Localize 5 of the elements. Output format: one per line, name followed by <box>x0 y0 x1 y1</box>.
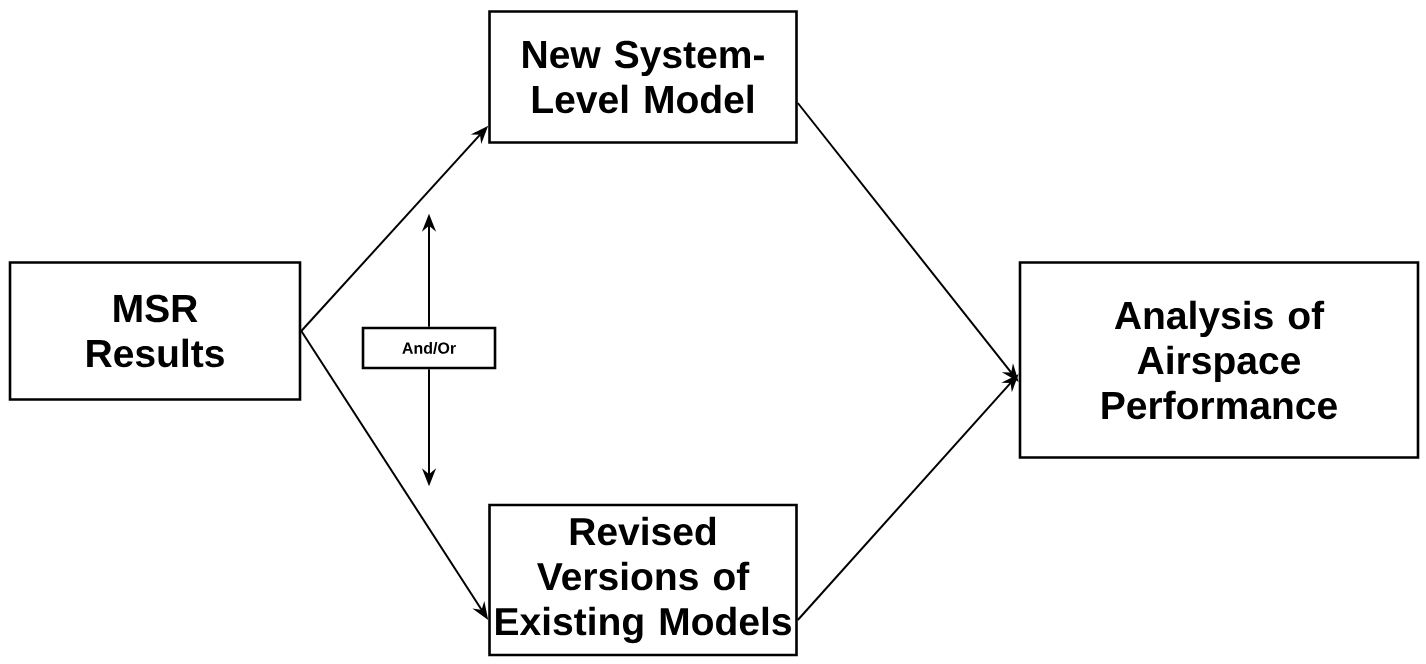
process-box: Revised Versions of Existing Models <box>488 503 798 657</box>
process-box: Analysis of Airspace Performance <box>1018 261 1420 459</box>
process-box: MSR Results <box>8 261 302 401</box>
process-box: New System-Level Model <box>488 10 798 144</box>
label-box: And/Or <box>361 326 497 370</box>
